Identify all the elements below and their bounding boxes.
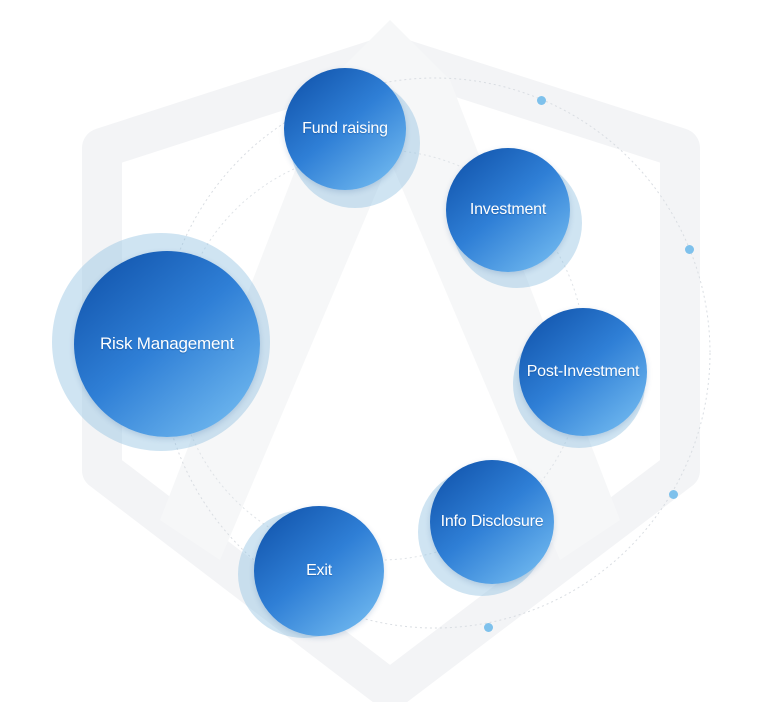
stage-bubble: Risk Management <box>74 251 260 437</box>
orbit-dot <box>669 490 678 499</box>
stage-info-disclosure: Info Disclosure <box>418 458 558 598</box>
stage-label: Fund raising <box>302 120 388 137</box>
stage-investment: Investment <box>444 148 584 288</box>
stage-bubble: Post-Investment <box>519 308 647 436</box>
stage-label: Investment <box>469 201 547 218</box>
stage-label: Info Disclosure <box>440 513 544 530</box>
chevron-watermark <box>160 20 620 560</box>
stage-label: Risk Management <box>99 334 234 353</box>
stage-post-investment: Post-Investment <box>513 308 653 448</box>
stage-fund-raising: Fund raising <box>282 68 422 208</box>
stage-bubble: Investment <box>446 148 570 272</box>
orbit-dot <box>537 96 546 105</box>
stage-risk-management: Risk Management <box>52 233 274 455</box>
outer-orbit-ring <box>159 77 711 629</box>
stage-bubble: Fund raising <box>284 68 406 190</box>
stage-exit: Exit <box>238 506 388 642</box>
stage-bubble: Info Disclosure <box>430 460 554 584</box>
stage-label: Post-Investment <box>526 363 640 380</box>
orbit-dot <box>484 623 493 632</box>
orbit-dot <box>685 245 694 254</box>
stage-bubble: Exit <box>254 506 384 636</box>
stage-label: Exit <box>306 562 332 579</box>
